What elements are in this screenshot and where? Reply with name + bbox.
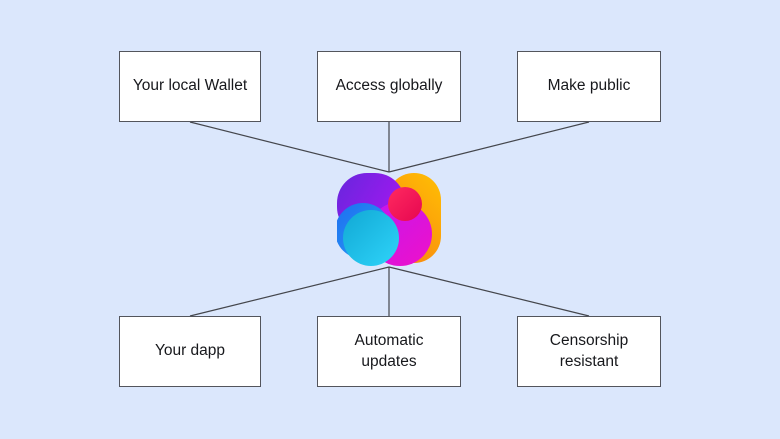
node-label: Make public — [547, 77, 631, 95]
connector-top-right — [388, 121, 590, 173]
node-make-public: Make public — [517, 51, 661, 122]
node-automatic-updates: Automatic updates — [317, 316, 461, 387]
node-label: Censorship resistant — [549, 331, 629, 370]
connector-bottom-right — [388, 266, 590, 317]
node-label: Access globally — [335, 77, 443, 95]
node-access-globally: Access globally — [317, 51, 461, 122]
dapp-logo-icon — [337, 173, 441, 266]
node-censorship-resistant: Censorship resistant — [517, 316, 661, 387]
node-label: Your local Wallet — [132, 77, 248, 95]
node-your-local-wallet: Your local Wallet — [119, 51, 261, 122]
node-label: Your dapp — [154, 342, 226, 360]
connector-bottom-left — [189, 266, 390, 317]
node-your-dapp: Your dapp — [119, 316, 261, 387]
node-label: Automatic updates — [354, 331, 424, 370]
logo-cyan-circle — [343, 210, 399, 266]
logo-pink-circle — [388, 187, 422, 221]
connector-top-left — [189, 121, 390, 173]
